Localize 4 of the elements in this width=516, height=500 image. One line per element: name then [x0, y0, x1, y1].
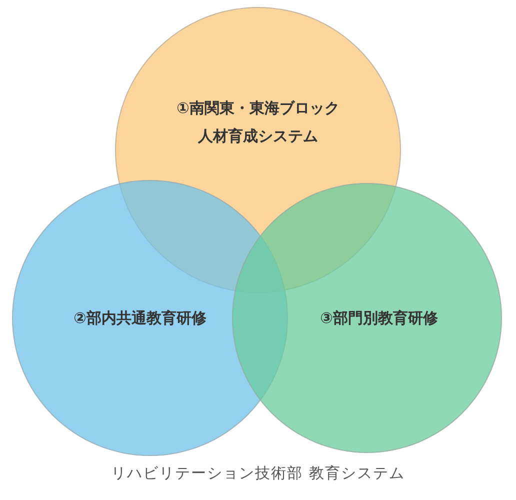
circle-label: ③部門別教育研修 — [319, 308, 439, 329]
circle-label: ②部内共通教育研修 — [72, 308, 208, 329]
circle-label: ①南関東・東海ブロック人材育成システム — [176, 98, 340, 147]
caption: リハビリテーション技術部 教育システム — [110, 464, 406, 483]
